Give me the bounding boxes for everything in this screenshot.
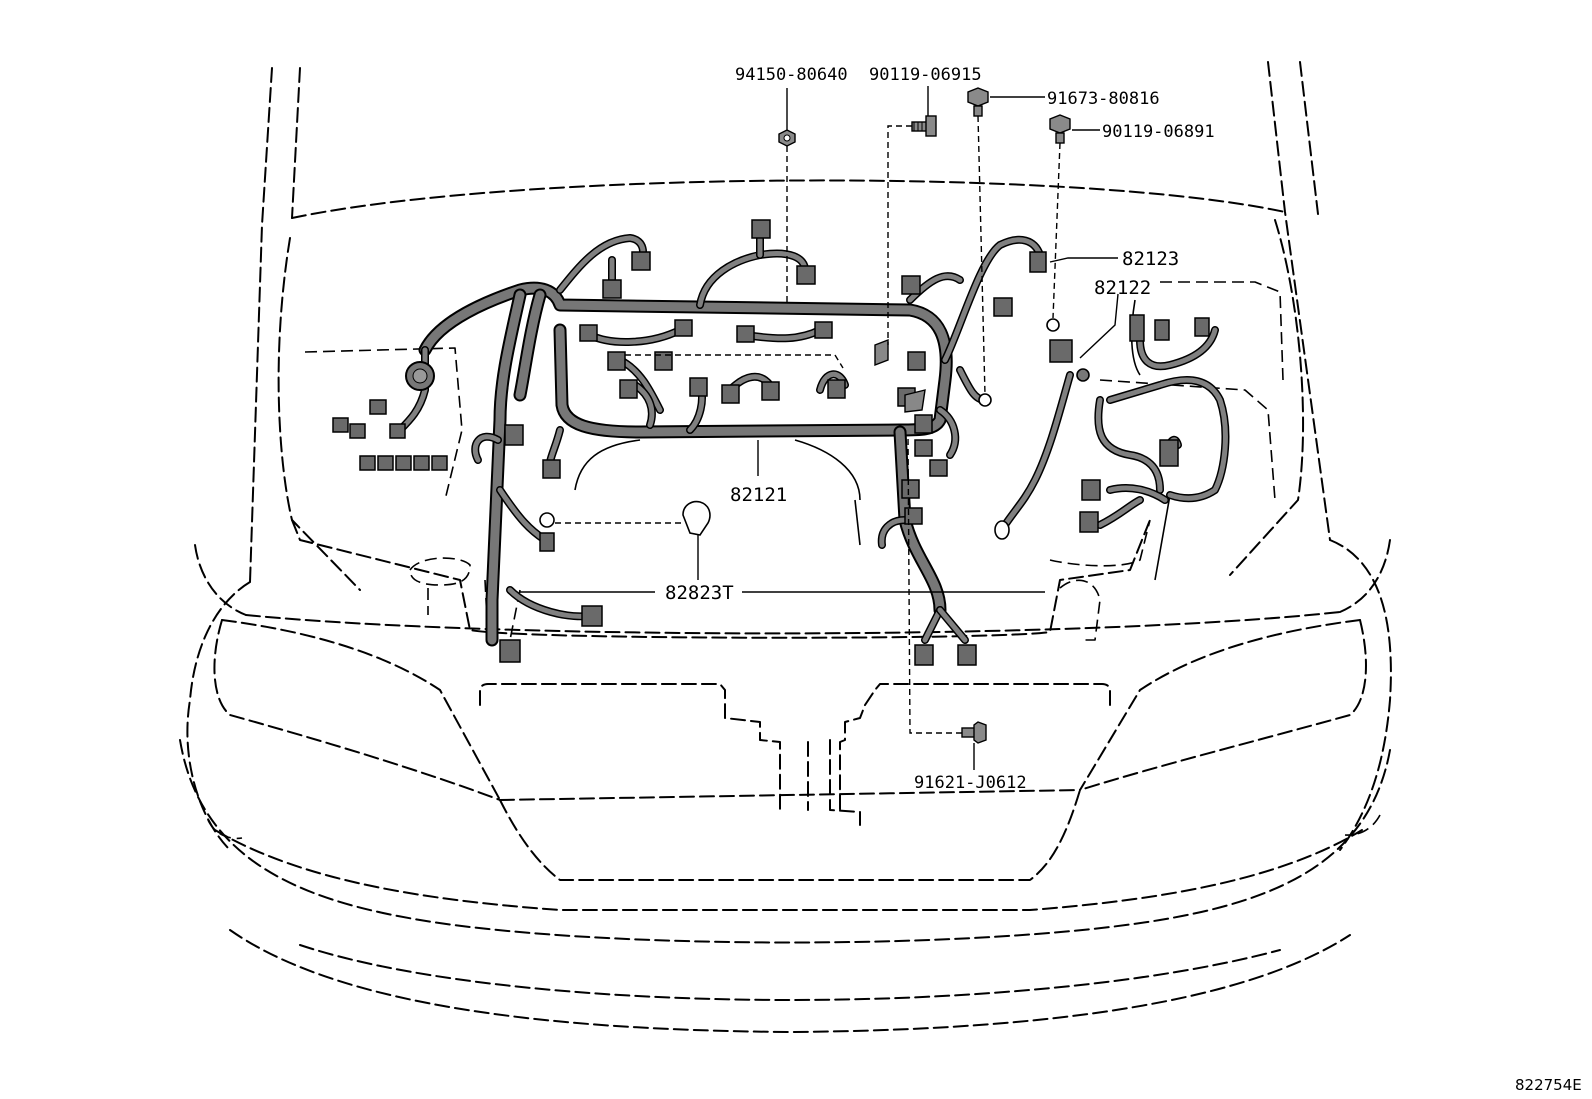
- diagram-reference-number: 822754E: [1515, 1076, 1582, 1094]
- connector-icon: [1081, 479, 1101, 501]
- grommet-icon: [405, 361, 435, 391]
- relay-icon: [682, 500, 711, 536]
- connector-icon: [901, 479, 920, 499]
- connector-icon: [761, 381, 780, 401]
- part-label-82122: 82122: [1094, 277, 1151, 299]
- bolt-icon: [961, 721, 987, 744]
- connector-icon: [1049, 339, 1073, 363]
- bracket-icon: [874, 338, 889, 367]
- connector-icon: [957, 644, 977, 666]
- connector-icon: [929, 459, 948, 477]
- part-labels: 94150-80640 90119-06915 91673-80816 9011…: [665, 65, 1582, 1094]
- connector-icon: [377, 455, 394, 471]
- connector-icon: [1029, 251, 1047, 273]
- ground-terminal-icon: [1076, 368, 1090, 382]
- connector-icon: [827, 379, 846, 399]
- connector-icon: [1159, 439, 1179, 467]
- connector-icon: [1129, 314, 1145, 342]
- connector-icon: [413, 455, 430, 471]
- connector-icon: [914, 439, 933, 457]
- nut-icon: [778, 129, 796, 147]
- leader-lines: [520, 86, 1119, 770]
- bolt-icon: [911, 115, 937, 137]
- connector-icon: [631, 251, 651, 271]
- connector-icon: [332, 417, 349, 433]
- connector-icon: [814, 321, 833, 339]
- bracket-icon: [904, 389, 926, 413]
- connector-icon: [993, 297, 1013, 317]
- connector-icon: [751, 219, 771, 239]
- connector-icon: [581, 605, 603, 627]
- connector-icon: [602, 279, 622, 299]
- connector-icon: [914, 644, 934, 666]
- part-label-94150: 94150-80640: [735, 65, 848, 85]
- connector-icon: [796, 265, 816, 285]
- connector-icon: [674, 319, 693, 337]
- connector-icon: [349, 423, 366, 439]
- bolt-icon: [967, 87, 989, 117]
- connector-icon: [431, 455, 448, 471]
- part-label-90119-06891: 90119-06891: [1102, 122, 1215, 142]
- connector-icon: [619, 379, 638, 399]
- connector-icon: [914, 414, 933, 434]
- part-label-91673: 91673-80816: [1047, 89, 1160, 109]
- part-label-90119-06915: 90119-06915: [869, 65, 982, 85]
- ground-terminal-icon: [1046, 318, 1060, 332]
- bolt-icon: [1049, 114, 1071, 144]
- part-label-82123: 82123: [1122, 248, 1179, 270]
- connector-icon: [369, 399, 387, 415]
- connector-icon: [907, 351, 926, 371]
- connector-icon: [1079, 511, 1099, 533]
- part-label-82823T: 82823T: [665, 582, 734, 604]
- connectors: [332, 219, 1210, 666]
- ground-terminal-icon: [978, 393, 992, 407]
- ground-terminal-icon: [539, 512, 555, 528]
- connector-icon: [395, 455, 412, 471]
- connector-icon: [539, 532, 555, 552]
- connector-icon: [389, 423, 406, 439]
- ground-terminal-icon: [994, 520, 1010, 540]
- part-label-91621: 91621-J0612: [914, 773, 1027, 793]
- connector-icon: [654, 351, 673, 371]
- vehicle-outline: [179, 61, 1392, 1033]
- connector-icon: [736, 325, 755, 343]
- connector-icon: [607, 351, 626, 371]
- connector-icon: [542, 459, 561, 479]
- connector-icon: [579, 324, 598, 342]
- connector-icon: [1194, 317, 1210, 337]
- connector-icon: [901, 275, 921, 295]
- connector-icon: [1154, 319, 1170, 341]
- part-label-82121: 82121: [730, 484, 787, 506]
- connector-icon: [504, 424, 524, 446]
- connector-icon: [904, 507, 923, 525]
- fasteners: [778, 87, 1071, 744]
- connector-icon: [689, 377, 708, 397]
- connector-icon: [359, 455, 376, 471]
- connector-icon: [721, 384, 740, 404]
- connector-icon: [499, 639, 521, 663]
